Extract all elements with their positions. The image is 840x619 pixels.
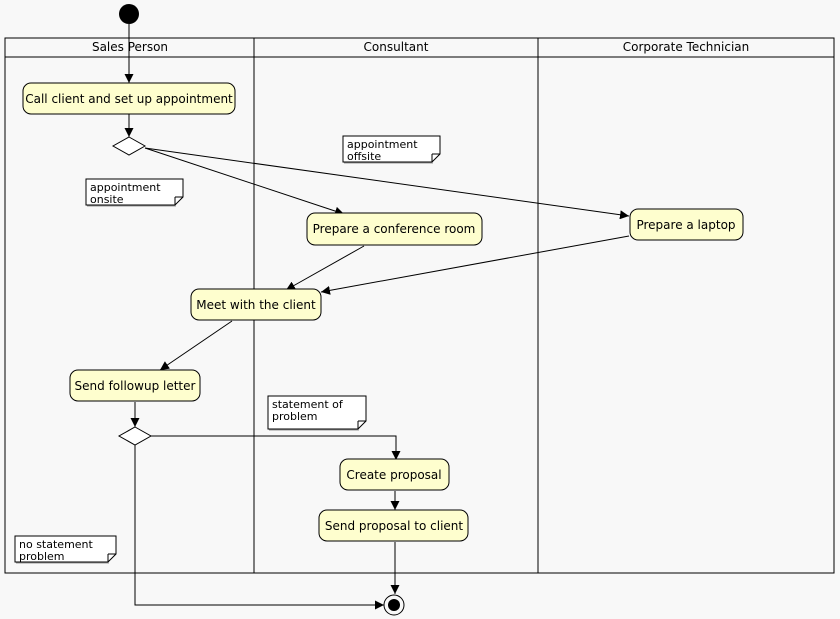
note-appointment-offsite: appointment offsite <box>342 135 441 164</box>
note-line: appointment <box>90 181 161 194</box>
edge-decision-to-end <box>134 445 384 610</box>
activity-send-followup-letter: Send followup letter <box>69 369 201 402</box>
note-no-statement-problem: no statement problem <box>14 535 117 564</box>
note-line: offsite <box>347 150 381 163</box>
note-line: onsite <box>90 193 124 206</box>
edge-decision-to-proposal <box>151 435 401 460</box>
activity-label: Prepare a laptop <box>636 218 735 232</box>
decision-node <box>117 426 153 446</box>
note-appointment-onsite: appointment onsite <box>85 178 184 207</box>
activity-meet-client: Meet with the client <box>190 288 322 321</box>
activity-label: Meet with the client <box>196 298 316 312</box>
note-line: appointment <box>347 138 418 151</box>
activity-call-client: Call client and set up appointment <box>22 82 236 115</box>
activity-create-proposal: Create proposal <box>339 458 450 491</box>
lane-title-consultant: Consultant <box>364 40 429 54</box>
activity-label: Prepare a conference room <box>313 222 476 236</box>
activity-prepare-laptop: Prepare a laptop <box>629 208 744 241</box>
edge-meet-to-followup <box>159 320 233 371</box>
start-node <box>119 4 139 24</box>
swimlane-frame <box>4 37 835 574</box>
note-line: no statement <box>19 538 94 551</box>
activity-prepare-conference-room: Prepare a conference room <box>306 212 483 246</box>
note-line: problem <box>272 410 318 423</box>
activity-label: Send proposal to client <box>325 519 463 533</box>
end-node <box>383 594 405 616</box>
activity-label: Send followup letter <box>75 379 196 393</box>
edge-conference-to-meet <box>285 245 365 291</box>
edges <box>124 24 630 610</box>
note-line: statement of <box>272 398 344 411</box>
note-line: problem <box>19 550 65 563</box>
activity-send-proposal: Send proposal to client <box>318 509 469 542</box>
activity-label: Create proposal <box>346 468 441 482</box>
edge-decision-to-conference <box>144 147 345 216</box>
note-statement-of-problem: statement of problem <box>267 395 367 431</box>
edge-laptop-to-meet <box>320 235 630 295</box>
lane-title-corporate-technician: Corporate Technician <box>623 40 750 54</box>
decision-node <box>111 136 147 156</box>
activity-label: Call client and set up appointment <box>25 92 233 106</box>
edge-decision-to-laptop <box>144 147 630 220</box>
lane-title-sales-person: Sales Person <box>92 40 168 54</box>
